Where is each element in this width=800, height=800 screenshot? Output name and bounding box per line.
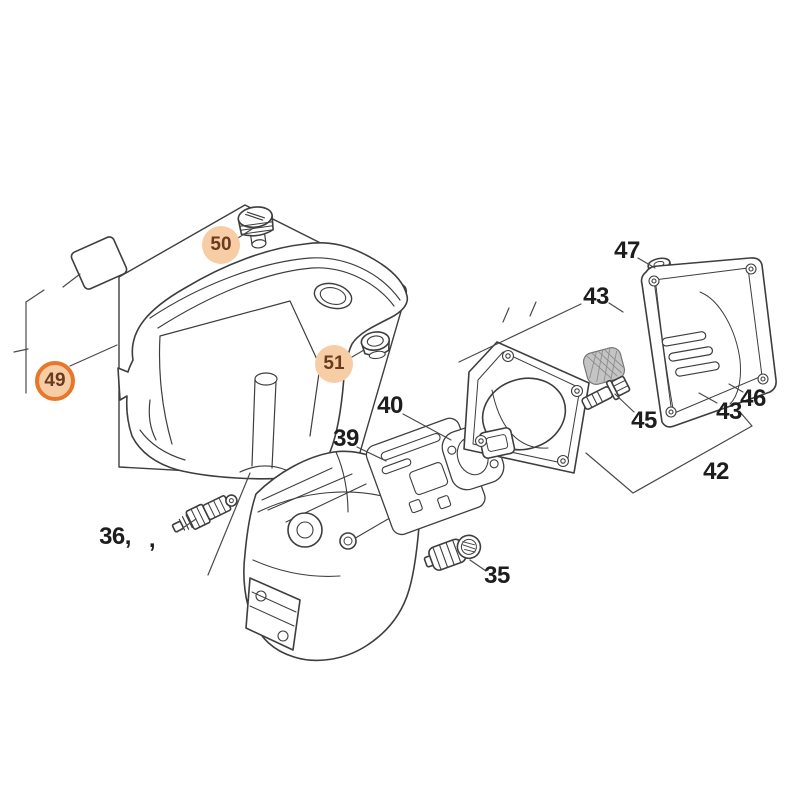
part-number-35[interactable]: 35 — [484, 562, 510, 589]
leader-47 — [638, 258, 655, 268]
part-number-40[interactable]: 40 — [377, 392, 403, 419]
leader-43-tick1 — [503, 308, 509, 322]
bracket-42 — [586, 412, 752, 493]
leader-35 — [470, 560, 486, 571]
muffler-front-half[interactable] — [464, 342, 589, 473]
leader-51 — [352, 350, 364, 357]
decompression-valve[interactable] — [422, 532, 484, 574]
part-number-43[interactable]: 43 — [583, 283, 609, 310]
leader-43b — [699, 393, 717, 403]
leader-50 — [238, 229, 252, 238]
leader-43-front — [459, 304, 581, 362]
construction-line — [208, 473, 250, 575]
leader-39 — [357, 447, 386, 461]
part-number-46[interactable]: 46 — [740, 385, 766, 412]
leader-lines — [177, 229, 752, 575]
leader-36 — [177, 519, 196, 532]
sticker-label-part[interactable] — [70, 235, 128, 290]
callout-51[interactable]: 51 — [315, 345, 353, 383]
part-number-47[interactable]: 47 — [614, 237, 640, 264]
part-number-36b[interactable]: , — [148, 526, 156, 553]
tank-cap[interactable] — [237, 205, 276, 250]
leader-43-rear — [609, 303, 623, 312]
leader-43-tick2 — [530, 302, 536, 316]
callout-49-leaders — [14, 274, 117, 393]
leader-45 — [615, 394, 634, 412]
part-number-43b[interactable]: 43 — [716, 398, 742, 425]
leader-40 — [403, 414, 451, 440]
callout-50[interactable]: 50 — [202, 226, 240, 264]
grommet[interactable] — [360, 330, 391, 360]
part-number-36[interactable]: 36, — [99, 523, 131, 550]
leader-46 — [729, 384, 743, 392]
part-number-45[interactable]: 45 — [631, 407, 657, 434]
cylinder[interactable] — [244, 451, 421, 660]
spark-plug[interactable] — [169, 489, 240, 537]
callout-49[interactable]: 49 — [35, 361, 75, 401]
part-number-42[interactable]: 42 — [703, 458, 729, 485]
part-number-39[interactable]: 39 — [333, 425, 359, 452]
muffler-rear-half[interactable] — [642, 258, 777, 427]
